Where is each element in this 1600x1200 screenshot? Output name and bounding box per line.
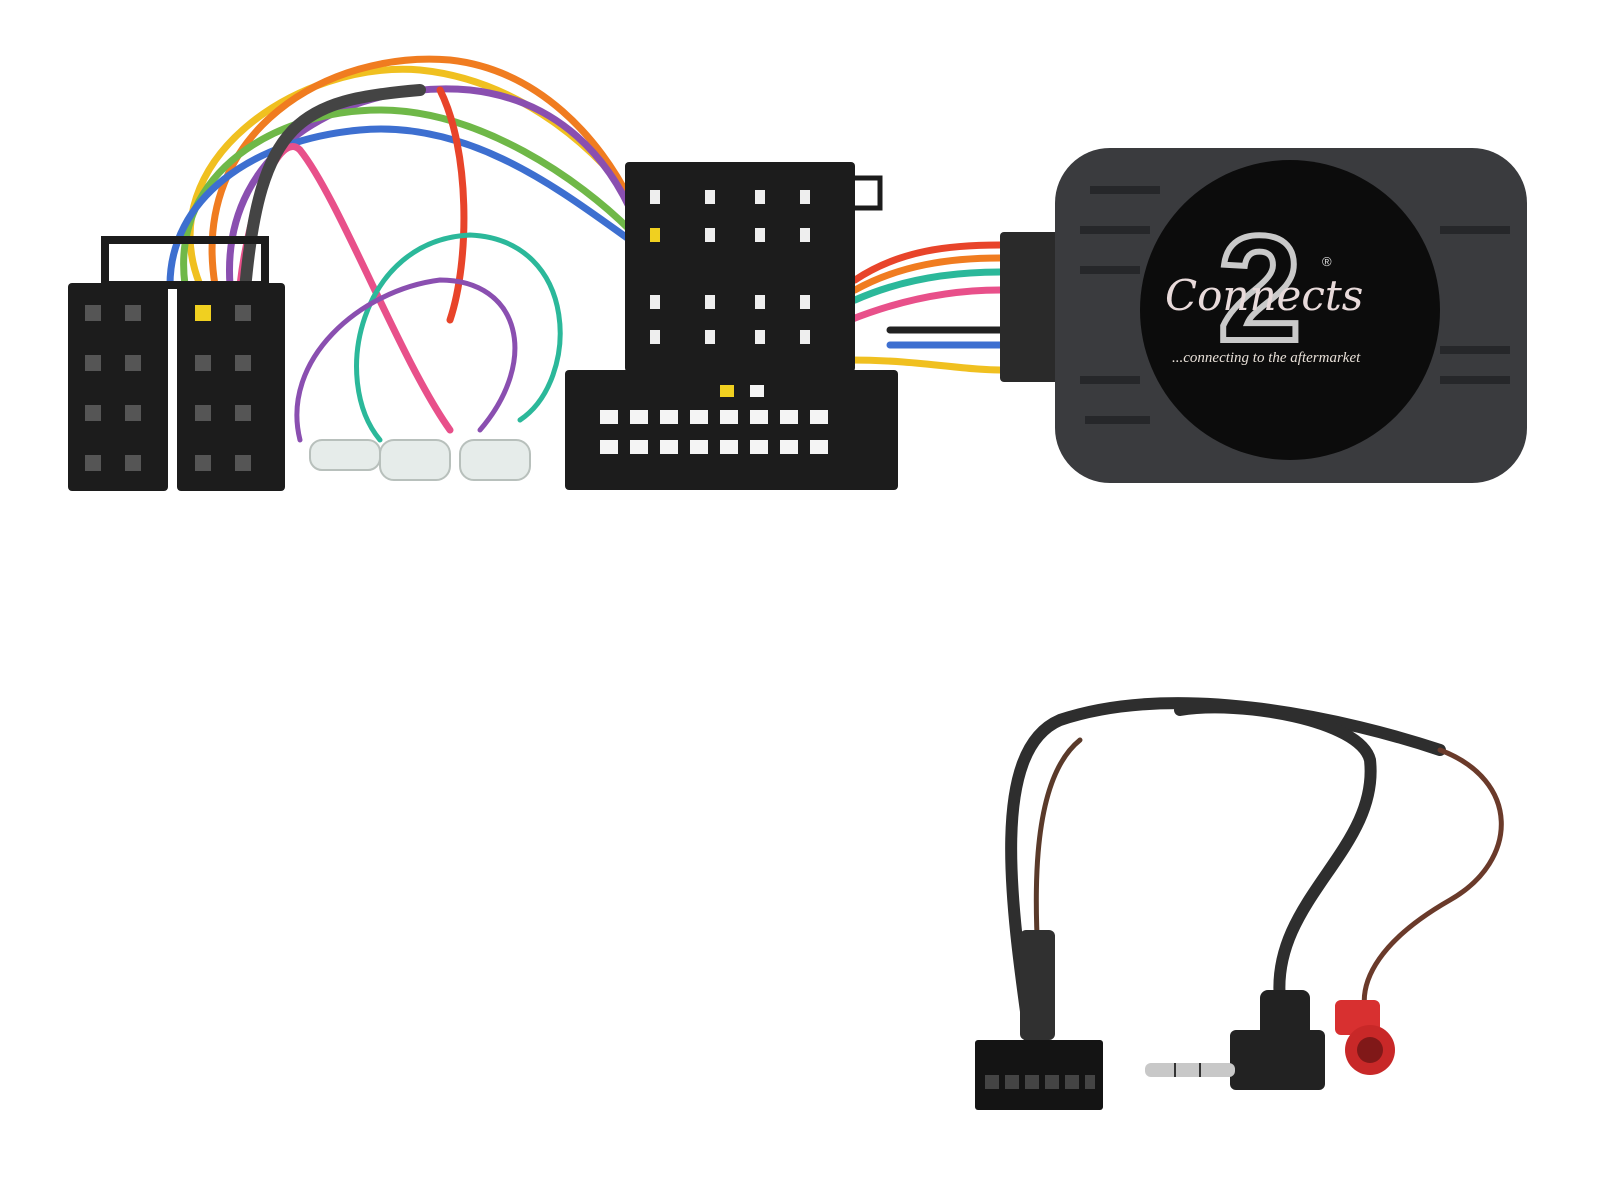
wire-blue (166, 125, 634, 289)
cable-black-main (1005, 697, 1446, 1046)
wire-yellow-module (846, 356, 1004, 374)
svg-text:2: 2 (1218, 204, 1301, 372)
wire-loom (166, 55, 1004, 443)
wire-teal-module (851, 268, 1004, 304)
svg-text:Connects: Connects (1165, 271, 1363, 320)
cable-antenna (1361, 747, 1504, 1013)
brand-logo: 2 Connects ® ...connecting to the afterm… (1165, 201, 1363, 375)
cable-jack (1174, 701, 1377, 1006)
wire-red-module (851, 241, 1004, 284)
svg-text:...connecting to the aftermark: ...connecting to the aftermarket (1172, 350, 1361, 366)
jack-plug (1145, 990, 1325, 1090)
steering-lead (1005, 697, 1504, 1046)
vehicle-connector (565, 162, 898, 490)
wire-purple (226, 85, 639, 289)
interface-module (1000, 148, 1527, 483)
svg-text:®: ® (1322, 254, 1332, 269)
wire-pink-module (846, 286, 1004, 324)
wire-teal (354, 232, 563, 443)
iso-connector-left (68, 236, 285, 491)
wire-red (436, 86, 468, 324)
spade-terminals (309, 439, 531, 481)
antenna-plug (1335, 1000, 1395, 1075)
wire-orange-module (851, 254, 1004, 294)
steering-connector (975, 930, 1103, 1110)
logo-badge (1140, 160, 1440, 460)
wire-violet (294, 277, 518, 443)
wire-grey (239, 84, 426, 296)
